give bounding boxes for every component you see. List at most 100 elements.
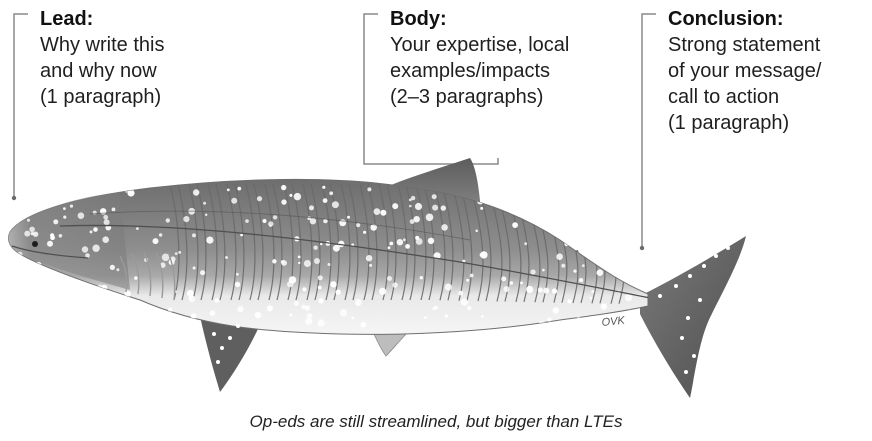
body-spot bbox=[599, 239, 606, 246]
body-spot bbox=[635, 185, 638, 188]
body-spot bbox=[240, 234, 243, 237]
body-spot bbox=[144, 315, 149, 320]
fin-spot bbox=[714, 254, 718, 258]
body-spot bbox=[552, 288, 557, 293]
body-spot bbox=[445, 284, 452, 291]
body-spot bbox=[257, 196, 262, 201]
body-spot bbox=[31, 232, 34, 235]
body-spot bbox=[318, 286, 322, 290]
conclusion-line: call to action bbox=[668, 84, 868, 110]
body-spot bbox=[533, 217, 540, 224]
body-spot bbox=[503, 286, 509, 292]
body-spot bbox=[458, 291, 463, 296]
body-spot bbox=[323, 198, 328, 203]
fin-spot bbox=[688, 274, 692, 278]
fin-spot bbox=[220, 346, 224, 350]
body-spot bbox=[103, 215, 108, 220]
body-spot bbox=[633, 209, 636, 212]
fin-spot bbox=[680, 336, 684, 340]
body-spot bbox=[305, 318, 312, 325]
body-spot bbox=[624, 198, 629, 203]
body-spot bbox=[367, 187, 371, 191]
body-spot bbox=[63, 216, 66, 219]
body-spot bbox=[281, 199, 286, 204]
body-line: Your expertise, local bbox=[390, 32, 630, 58]
body-spot bbox=[43, 292, 51, 300]
body-spot bbox=[340, 309, 347, 316]
body-spot bbox=[235, 282, 240, 287]
body-spot bbox=[183, 216, 189, 222]
artist-signature: OVK bbox=[601, 315, 626, 329]
fin-spot bbox=[674, 284, 678, 288]
body-spot bbox=[205, 214, 207, 216]
body-spot bbox=[332, 201, 339, 208]
body-spot bbox=[137, 319, 141, 323]
body-spot bbox=[543, 288, 549, 294]
body-spot bbox=[162, 253, 170, 261]
body-spot bbox=[116, 268, 119, 271]
body-spot bbox=[289, 194, 292, 197]
conclusion-callout-dot bbox=[640, 246, 644, 250]
body-spot bbox=[554, 189, 557, 192]
conclusion-title: Conclusion: bbox=[668, 6, 868, 32]
body-spot bbox=[578, 249, 582, 253]
body-spot bbox=[170, 317, 174, 321]
body-spot bbox=[556, 253, 563, 260]
body-spot bbox=[615, 225, 622, 232]
body-spot bbox=[409, 199, 412, 202]
body-spot bbox=[29, 227, 35, 233]
body-spot bbox=[526, 286, 533, 293]
body-spot bbox=[20, 320, 26, 326]
body-spot bbox=[420, 276, 423, 279]
body-spot bbox=[392, 203, 398, 209]
body-spot bbox=[231, 198, 237, 204]
fin-spot bbox=[212, 332, 216, 336]
body-spot bbox=[366, 255, 372, 261]
lead-callout-dot bbox=[12, 196, 16, 200]
body-spot bbox=[225, 256, 228, 259]
body-spot bbox=[538, 287, 543, 292]
conclusion-line: Strong statement bbox=[668, 32, 868, 58]
body-spot bbox=[245, 219, 249, 223]
body-spot bbox=[573, 270, 576, 273]
body-spot bbox=[579, 278, 583, 282]
body-spot bbox=[298, 256, 301, 259]
body-spot bbox=[403, 238, 406, 241]
body-spot bbox=[307, 313, 313, 319]
body-spot bbox=[397, 239, 403, 245]
body-spot bbox=[637, 249, 640, 252]
body-spot bbox=[187, 319, 189, 321]
body-spot bbox=[193, 189, 199, 195]
fin-spot bbox=[726, 246, 730, 250]
body-spot bbox=[516, 187, 521, 192]
body-title: Body: bbox=[390, 6, 630, 32]
body-spot bbox=[369, 264, 372, 267]
body-spot bbox=[388, 246, 391, 249]
body-spot bbox=[601, 303, 607, 309]
body-spot bbox=[374, 208, 381, 215]
body-spot bbox=[445, 314, 448, 317]
body-spot bbox=[135, 303, 140, 308]
conclusion-line: (1 paragraph) bbox=[668, 110, 868, 136]
body-spot bbox=[389, 242, 393, 246]
body-spot bbox=[328, 263, 331, 266]
body-spot bbox=[50, 233, 54, 237]
body-spot bbox=[122, 183, 129, 190]
lead-line: Why write this bbox=[40, 32, 240, 58]
body-spot bbox=[318, 275, 323, 280]
body-spot bbox=[330, 281, 336, 287]
body-spot bbox=[416, 238, 423, 245]
body-spot bbox=[541, 209, 545, 213]
body-spot bbox=[480, 251, 487, 258]
body-spot bbox=[63, 207, 66, 210]
body-spot bbox=[379, 288, 386, 295]
body-spot bbox=[356, 302, 360, 306]
body-spot bbox=[272, 259, 276, 263]
body-spot bbox=[263, 219, 267, 223]
body-spot bbox=[102, 236, 109, 243]
body-spot bbox=[617, 184, 621, 188]
body-line: examples/impacts bbox=[390, 58, 630, 84]
lead-label: Lead: Why write this and why now (1 para… bbox=[40, 6, 240, 110]
body-spot bbox=[323, 219, 327, 223]
body-spot bbox=[441, 224, 448, 231]
